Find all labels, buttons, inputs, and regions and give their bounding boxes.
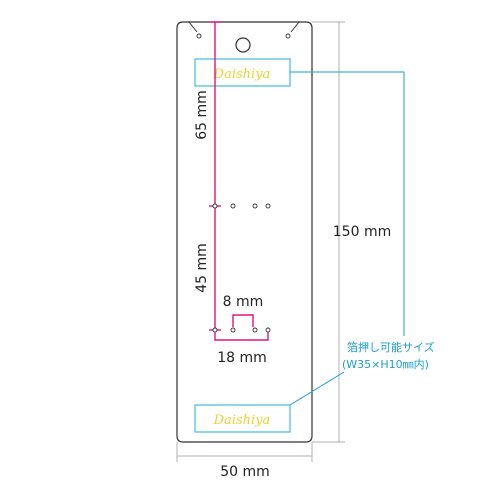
logo-text-top: Daishiya bbox=[213, 67, 271, 82]
dim-label-width: 50 mm bbox=[220, 464, 270, 480]
leader-bottom bbox=[289, 371, 345, 406]
hole bbox=[230, 327, 236, 333]
span-bracket bbox=[214, 330, 269, 341]
width-dimension bbox=[176, 442, 313, 462]
corner-slit-left bbox=[188, 21, 198, 33]
note-line-2: (W35×H10㎜内) bbox=[342, 357, 429, 371]
height-dimension bbox=[312, 21, 345, 443]
logo-text-bottom: Daishiya bbox=[213, 413, 271, 428]
hole bbox=[252, 203, 258, 209]
hole-row-lower bbox=[212, 327, 271, 333]
leader-top bbox=[290, 71, 405, 336]
leader-lines bbox=[289, 71, 405, 406]
logo-box-bottom: Daishiya bbox=[194, 404, 291, 433]
corner-slit-right bbox=[290, 21, 300, 33]
hole bbox=[212, 203, 218, 209]
dim-label-total-height: 150 mm bbox=[333, 224, 391, 240]
slot-bracket bbox=[232, 314, 254, 327]
corner-dot-right bbox=[285, 33, 291, 39]
note-line-1: 箔押し可能サイズ bbox=[347, 340, 435, 354]
dim-label-slot-span: 18 mm bbox=[217, 350, 267, 366]
corner-dot-left bbox=[196, 33, 202, 39]
dim-label-hole-spacing: 45 mm bbox=[194, 243, 210, 293]
logo-box-top: Daishiya bbox=[194, 58, 291, 87]
dim-label-top-offset: 65 mm bbox=[194, 90, 210, 140]
hole bbox=[252, 327, 258, 333]
hole bbox=[265, 327, 271, 333]
hole bbox=[212, 327, 218, 333]
hang-hole bbox=[235, 37, 251, 53]
tag-card bbox=[176, 21, 313, 443]
hole bbox=[230, 203, 236, 209]
tag-outline bbox=[176, 21, 313, 443]
hole bbox=[265, 203, 271, 209]
dim-label-slot-width: 8 mm bbox=[223, 294, 264, 310]
pink-guides bbox=[209, 21, 269, 341]
hole-row-upper bbox=[212, 203, 271, 209]
